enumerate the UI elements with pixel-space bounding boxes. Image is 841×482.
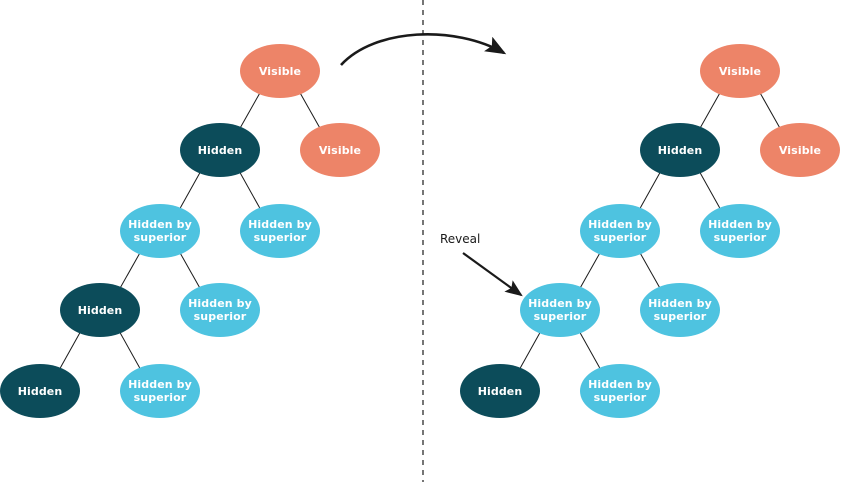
tree-node-label: Hidden by superior [188, 297, 252, 323]
tree-node-hidden-by-superior[interactable]: Hidden by superior [520, 283, 600, 337]
tree-node-label: Hidden by superior [128, 378, 192, 404]
tree-node-hidden-by-superior[interactable]: Hidden by superior [120, 204, 200, 258]
tree-edge [118, 251, 142, 290]
tree-edge [238, 91, 262, 130]
tree-node-hidden[interactable]: Hidden [60, 283, 140, 337]
tree-edge [698, 91, 722, 130]
tree-node-label: Visible [778, 143, 822, 157]
tree-node-label: Hidden by superior [588, 218, 652, 244]
tree-node-hidden[interactable]: Hidden [0, 364, 80, 418]
tree-node-hidden-by-superior[interactable]: Hidden by superior [240, 204, 320, 258]
tree-edge [178, 170, 202, 211]
tree-node-label: Visible [258, 64, 302, 78]
tree-edge [578, 251, 602, 290]
tree-node-label: Hidden by superior [248, 218, 312, 244]
tree-edge [238, 170, 262, 211]
tree-node-label: Hidden by superior [528, 297, 592, 323]
tree-node-label: Hidden [197, 143, 243, 157]
tree-edge [638, 170, 662, 211]
tree-node-label: Hidden by superior [708, 218, 772, 244]
tree-edge [58, 330, 82, 371]
tree-node-hidden-by-superior[interactable]: Hidden by superior [700, 204, 780, 258]
tree-node-hidden-by-superior[interactable]: Hidden by superior [640, 283, 720, 337]
tree-edge [178, 251, 202, 290]
tree-node-label: Hidden by superior [588, 378, 652, 404]
tree-node-label: Visible [718, 64, 762, 78]
tree-node-label: Hidden [657, 143, 703, 157]
tree-node-visible[interactable]: Visible [760, 123, 840, 177]
tree-node-visible[interactable]: Visible [700, 44, 780, 98]
tree-node-hidden-by-superior[interactable]: Hidden by superior [120, 364, 200, 418]
tree-edge [518, 330, 542, 371]
tree-edge [758, 91, 782, 130]
tree-node-visible[interactable]: Visible [300, 123, 380, 177]
tree-node-label: Hidden by superior [648, 297, 712, 323]
tree-node-hidden[interactable]: Hidden [180, 123, 260, 177]
tree-edge [698, 170, 722, 211]
tree-node-label: Visible [318, 143, 362, 157]
reveal-label: Reveal [440, 232, 481, 246]
tree-edge [578, 330, 602, 371]
tree-node-label: Hidden [477, 384, 523, 398]
tree-node-label: Hidden by superior [128, 218, 192, 244]
tree-edge [638, 251, 662, 290]
tree-node-hidden-by-superior[interactable]: Hidden by superior [580, 204, 660, 258]
tree-edge [298, 91, 322, 130]
transform-arrow-icon [340, 33, 507, 66]
tree-edge [118, 330, 142, 371]
tree-node-hidden-by-superior[interactable]: Hidden by superior [180, 283, 260, 337]
tree-node-hidden[interactable]: Hidden [460, 364, 540, 418]
tree-node-label: Hidden [17, 384, 63, 398]
tree-node-label: Hidden [77, 303, 123, 317]
tree-node-hidden[interactable]: Hidden [640, 123, 720, 177]
reveal-arrow-icon [462, 252, 523, 297]
tree-node-visible[interactable]: Visible [240, 44, 320, 98]
tree-node-hidden-by-superior[interactable]: Hidden by superior [580, 364, 660, 418]
